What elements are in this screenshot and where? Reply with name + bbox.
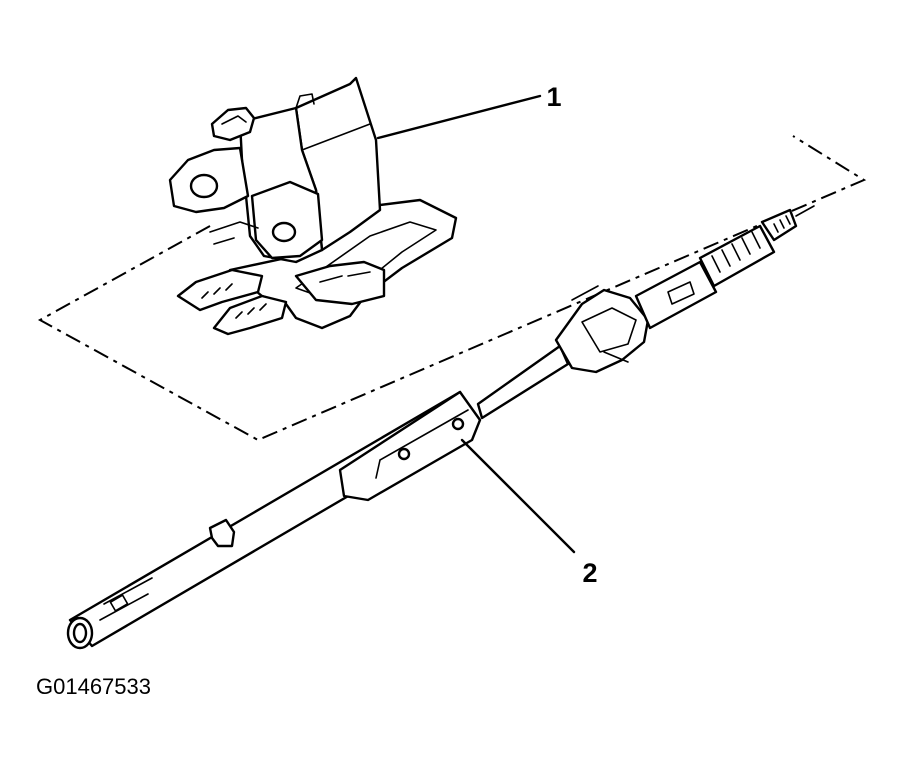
part-1-bracket-assembly [168,76,458,336]
part-2-steering-shaft [66,205,815,650]
callout-2: 2 [582,558,597,588]
figure-id: G01467533 [36,674,151,699]
leader-line-1 [376,94,542,140]
leader-line-2 [460,438,576,554]
callout-1: 1 [546,82,561,112]
alignment-dashed-outline [37,135,867,442]
